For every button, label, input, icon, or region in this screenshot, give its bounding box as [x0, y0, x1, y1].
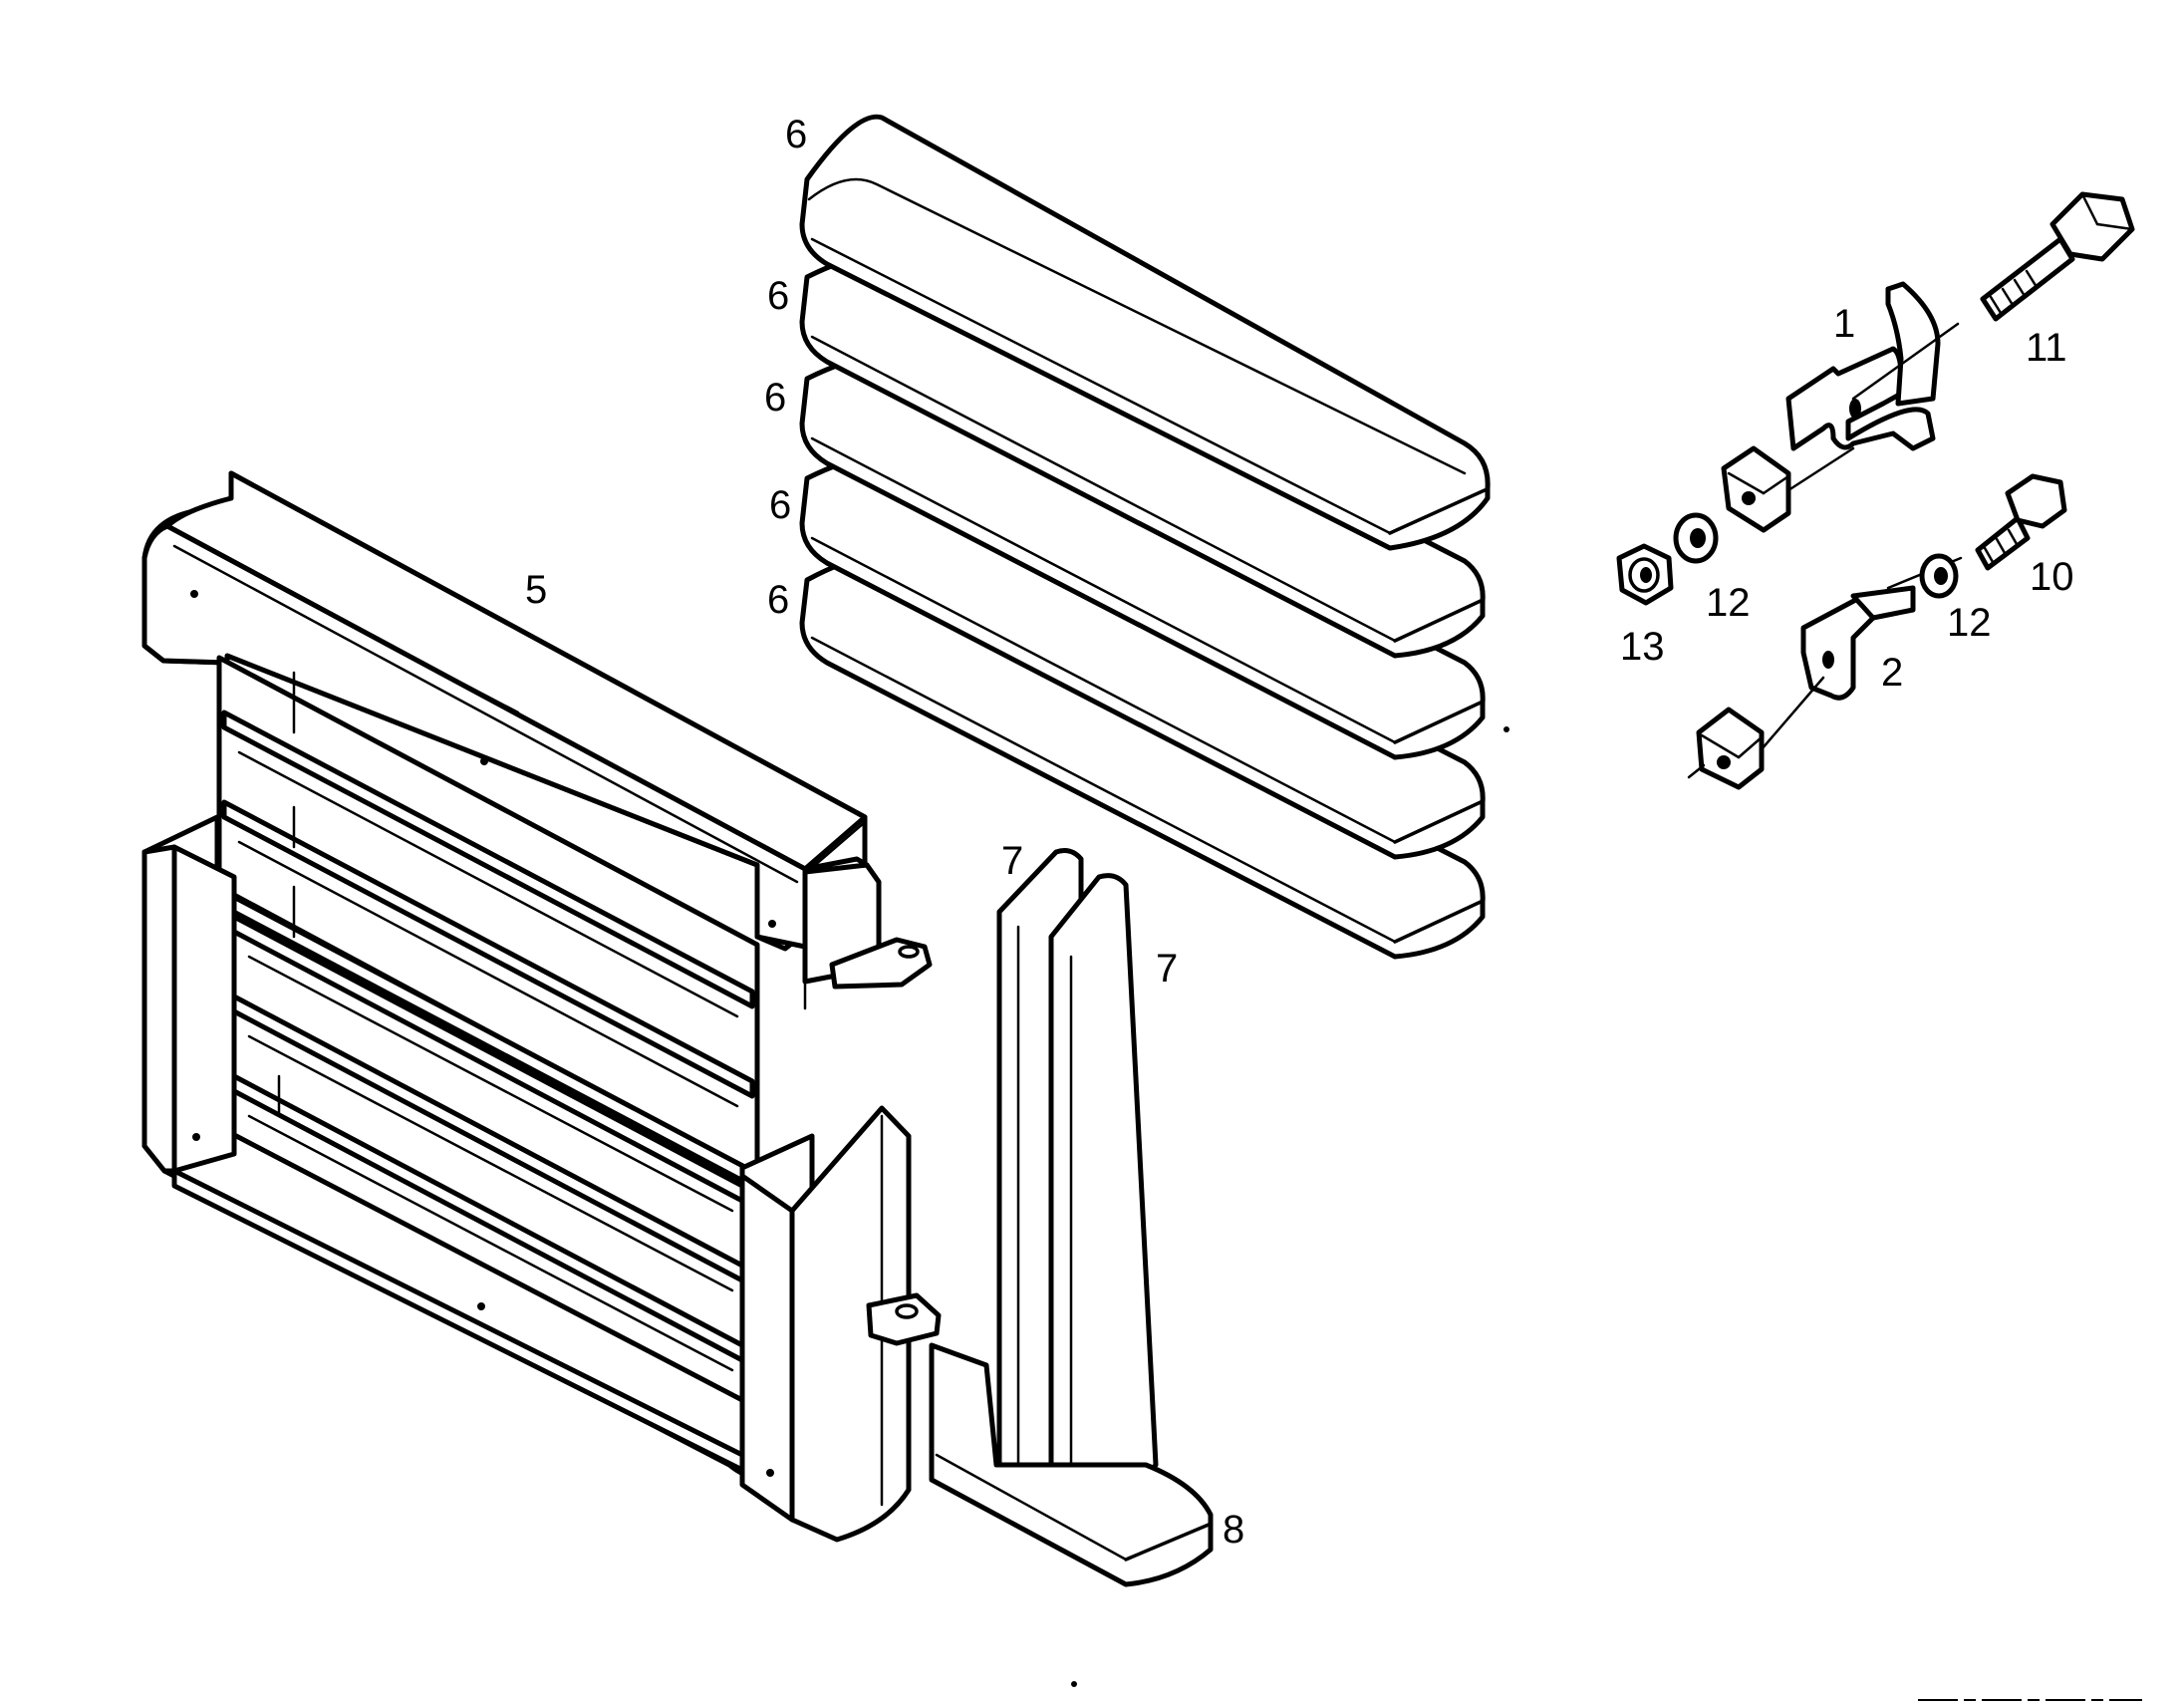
- square-nut-upper: [1721, 445, 1855, 533]
- callout-6-second: 6: [767, 274, 789, 318]
- callout-6-third: 6: [764, 376, 786, 420]
- foam-base-part-8: [929, 1342, 1214, 1587]
- callout-6-fourth: 6: [769, 483, 791, 527]
- callout-6-bottom: 6: [767, 578, 789, 622]
- callout-6-top: 6: [785, 113, 807, 156]
- callout-7-left: 7: [1001, 839, 1023, 883]
- callout-1: 1: [1833, 302, 1855, 346]
- foam-strips-part-7: [996, 848, 1159, 1508]
- callout-8: 8: [1223, 1508, 1244, 1552]
- square-nut-lower: [1687, 676, 1825, 790]
- foam-blocks-part-6: [799, 114, 1491, 960]
- washer-upper-part-12: [1673, 512, 1719, 564]
- callout-7-right: 7: [1156, 947, 1178, 991]
- bracket-part-1: [1785, 281, 1941, 451]
- callout-11: 11: [2026, 326, 2067, 370]
- callout-12-lower: 12: [1947, 601, 1992, 645]
- washer-lower-part-12: [1919, 553, 1959, 599]
- callout-10: 10: [2030, 555, 2074, 599]
- hex-nut-part-13: [1616, 543, 1674, 606]
- bracket-part-2: [1800, 585, 1916, 701]
- callout-5: 5: [525, 568, 547, 612]
- callout-12-upper: 12: [1706, 581, 1751, 625]
- long-bolt-part-11: [1851, 191, 2135, 401]
- callout-13: 13: [1620, 625, 1665, 669]
- grille-frame-part-5: [141, 470, 942, 1543]
- callout-2: 2: [1881, 651, 1903, 695]
